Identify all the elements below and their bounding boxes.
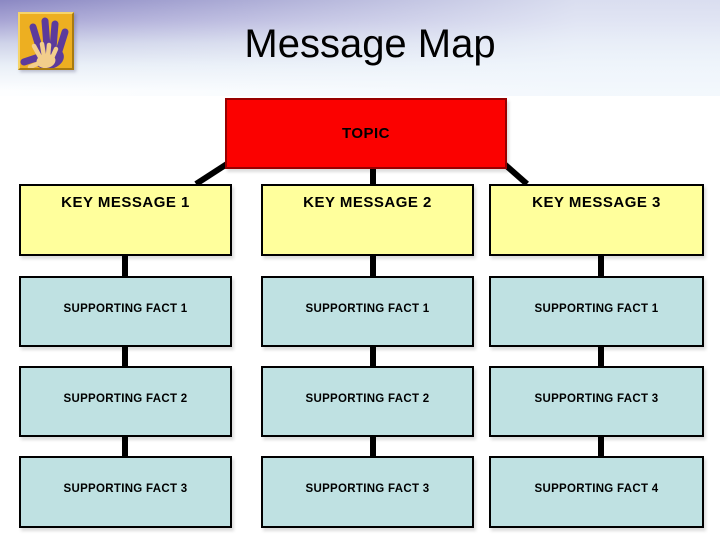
- key-message-3-box: KEY MESSAGE 3: [489, 184, 704, 256]
- col3-supporting-fact-row2: SUPPORTING FACT 3: [489, 366, 704, 437]
- topic-label: TOPIC: [341, 125, 391, 142]
- fact-label: SUPPORTING FACT 2: [63, 392, 188, 405]
- key-message-1-label: KEY MESSAGE 1: [61, 194, 190, 211]
- two-hands-logo-svg: [20, 17, 69, 68]
- fact-label: SUPPORTING FACT 1: [63, 302, 188, 315]
- col3-supporting-fact-row3: SUPPORTING FACT 4: [489, 456, 704, 528]
- fact-label: SUPPORTING FACT 4: [534, 483, 659, 495]
- fact-label: SUPPORTING FACT 1: [305, 302, 430, 315]
- key-message-2-label: KEY MESSAGE 2: [303, 194, 432, 211]
- fact-label: SUPPORTING FACT 1: [534, 302, 659, 315]
- key-message-2-box: KEY MESSAGE 2: [261, 184, 474, 256]
- key-message-1-box: KEY MESSAGE 1: [19, 184, 232, 256]
- key-message-3-label: KEY MESSAGE 3: [532, 194, 661, 211]
- topic-box: TOPIC: [225, 98, 507, 169]
- fact-label: SUPPORTING FACT 3: [305, 483, 430, 495]
- col2-supporting-fact-row2: SUPPORTING FACT 2: [261, 366, 474, 437]
- slide-title: Message Map: [244, 22, 496, 66]
- fact-label: SUPPORTING FACT 3: [534, 392, 659, 405]
- col3-supporting-fact-row1: SUPPORTING FACT 1: [489, 276, 704, 347]
- two-hands-logo-icon: [18, 12, 74, 70]
- col1-supporting-fact-row3: SUPPORTING FACT 3: [19, 456, 232, 528]
- col1-supporting-fact-row1: SUPPORTING FACT 1: [19, 276, 232, 347]
- fact-label: SUPPORTING FACT 2: [305, 392, 430, 405]
- col2-supporting-fact-row3: SUPPORTING FACT 3: [261, 456, 474, 528]
- header-band: [0, 0, 720, 96]
- fact-label: SUPPORTING FACT 3: [63, 483, 188, 495]
- col2-supporting-fact-row1: SUPPORTING FACT 1: [261, 276, 474, 347]
- col1-supporting-fact-row2: SUPPORTING FACT 2: [19, 366, 232, 437]
